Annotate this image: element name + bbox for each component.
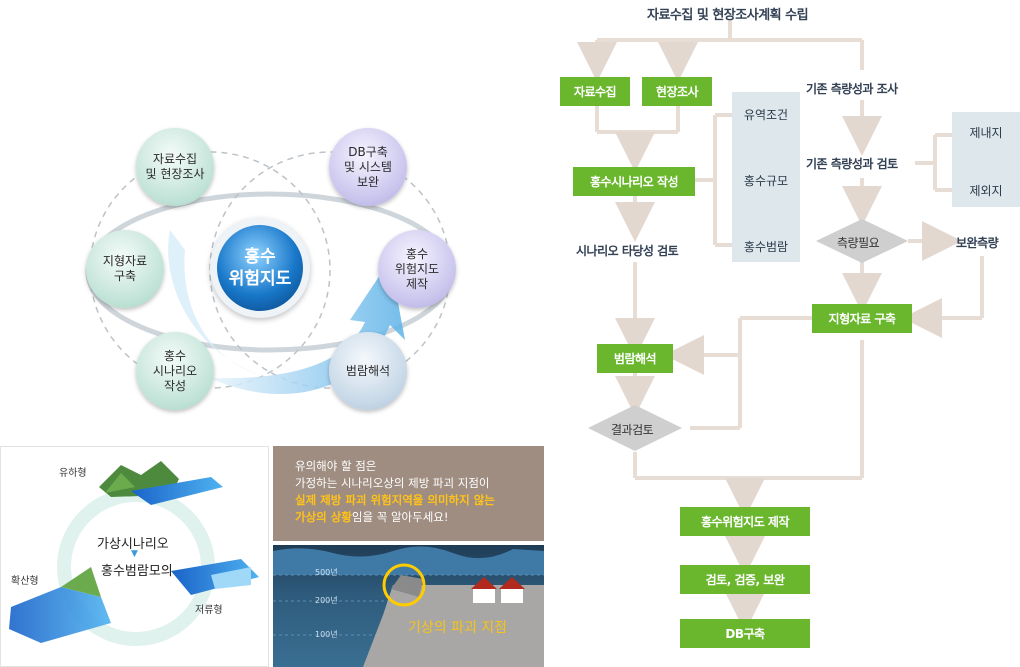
type-lower-label: 저류형 — [195, 605, 223, 616]
node-label: 범람해석 — [345, 363, 391, 378]
result-text: 결과검토 — [611, 423, 654, 437]
scenario-panel: 유하형 확산형 저류형 가상시나리오 ▼ 홍수범람모의 — [0, 446, 269, 667]
flood-analysis-box: 범람해석 — [597, 344, 673, 373]
flow-top-title: 자료수집 및 현장조사계획 수립 — [647, 8, 809, 23]
notice-heading: 유의해야 할 점은 — [295, 459, 377, 473]
notice-line2: 가정하는 시나리오상의 제방 파괴 지점이 — [295, 476, 490, 490]
scenario-caption-2: 홍수범람모의 — [101, 564, 173, 579]
center-circle: 홍수 위험지도 — [210, 218, 310, 318]
inside-label: 제내지 — [969, 126, 1003, 140]
node-terrain: 지형자료 구축 — [86, 230, 164, 308]
cond-basin: 유역조건 — [743, 108, 789, 122]
collect-box: 자료수집 — [560, 77, 630, 106]
existing-review-text: 기존 측량성과 검토 — [806, 157, 898, 171]
survey-box: 현장조사 — [642, 77, 712, 106]
supplement-text: 보완측량 — [956, 236, 999, 250]
node-label: 지형자료 구축 — [102, 254, 148, 283]
outside-label: 제외지 — [969, 184, 1003, 198]
existing-survey-text: 기존 측량성과 조사 — [806, 82, 898, 96]
terrain-box: 지형자료 구축 — [812, 304, 912, 333]
verify-box: 검토, 검증, 보완 — [680, 565, 810, 594]
y100-label: 100년 — [315, 630, 338, 639]
levee-illustration — [273, 546, 544, 667]
db-box: DB구축 — [680, 619, 810, 648]
need-text: 측량필요 — [837, 236, 880, 250]
y500-label: 500년 — [315, 568, 338, 577]
notice-panel: 유의해야 할 점은 가정하는 시나리오상의 제방 파괴 지점이 실제 제방 파괴… — [273, 446, 544, 541]
map-make-box: 홍수위험지도 제작 — [680, 507, 810, 536]
scenario-caption-1: 가상시나리오 — [97, 537, 169, 552]
validation-text: 시나리오 타당성 검토 — [576, 244, 679, 258]
cond-scale: 홍수규모 — [743, 174, 789, 188]
scenario-illustration — [9, 461, 259, 646]
down-arrow-icon: ▼ — [131, 549, 138, 559]
node-map-make: 홍수 위험지도 제작 — [378, 230, 456, 308]
conditions-panel: 유역조건 홍수규모 홍수범람 — [732, 92, 800, 262]
type-upper-label: 유하형 — [59, 468, 87, 479]
break-point-label: 기상의 파괴 지점 — [408, 620, 508, 636]
node-label: 자료수집 및 현장조사 — [145, 152, 205, 181]
notice-highlight2: 가상의 상황 — [295, 510, 352, 524]
node-flood-analysis: 범람해석 — [329, 332, 407, 410]
node-label: 홍수 위험지도 제작 — [394, 246, 440, 291]
levee-panel: 500년 200년 100년 기상의 파괴 지점 — [273, 545, 544, 667]
node-label: 홍수 시나리오 작성 — [152, 348, 198, 393]
cond-inundation: 홍수범람 — [743, 240, 789, 254]
node-db-build: DB구축 및 시스템 보완 — [329, 128, 407, 206]
levee-side-panel: 제내지 제외지 — [952, 112, 1020, 207]
node-scenario: 홍수 시나리오 작성 — [136, 332, 214, 410]
notice-line3: 임을 꼭 알아두세요! — [351, 510, 449, 524]
notice-highlight1: 실제 제방 파괴 위험지역을 의미하지 않는 — [295, 493, 495, 507]
node-data-collection: 자료수집 및 현장조사 — [136, 128, 214, 206]
y200-label: 200년 — [315, 596, 338, 605]
type-left-label: 확산형 — [11, 576, 39, 587]
center-label: 홍수 위험지도 — [228, 247, 292, 289]
node-label: DB구축 및 시스템 보완 — [344, 144, 392, 189]
scenario-box: 홍수시나리오 작성 — [573, 167, 695, 196]
